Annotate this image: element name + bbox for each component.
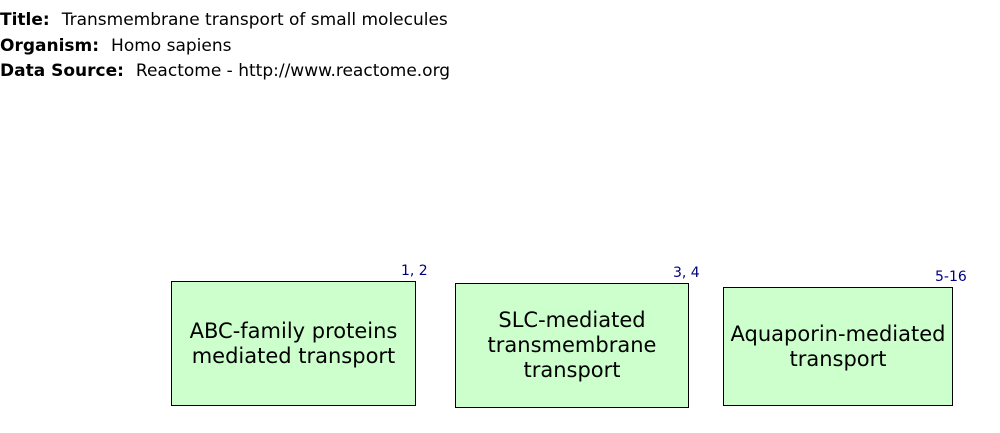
pathway-node-slc-transport[interactable]: SLC-mediated transmembrane transport (455, 283, 689, 408)
data-source-value: Reactome - http://www.reactome.org (135, 61, 451, 81)
title-row: Title: Transmembrane transport of small m… (0, 8, 450, 34)
pathway-node-label: SLC-mediated transmembrane transport (487, 308, 657, 382)
citation-link-abc[interactable]: 1, 2 (401, 263, 428, 279)
title-key: Title: (0, 10, 50, 30)
pathway-node-label: ABC-family proteins mediated transport (189, 318, 398, 368)
pathway-node-label: Aquaporin-mediated transport (730, 321, 946, 371)
organism-value: Homo sapiens (111, 35, 232, 56)
data-source-key: Data Source: (0, 61, 124, 81)
citation-link-slc[interactable]: 3, 4 (673, 265, 700, 281)
title-value: Transmembrane transport of small molecul… (61, 10, 448, 30)
organism-key: Organism: (0, 35, 100, 56)
pathway-info: Title: Transmembrane transport of small m… (0, 8, 450, 85)
citation-link-aquaporin[interactable]: 5-16 (935, 269, 967, 285)
organism-row: Organism: Homo sapiens (0, 34, 450, 60)
data-source-row: Data Source: Reactome - http://www.reacto… (0, 59, 450, 85)
pathway-node-abc-transport[interactable]: ABC-family proteins mediated transport (171, 281, 416, 406)
pathway-node-aquaporin-transport[interactable]: Aquaporin-mediated transport (723, 287, 953, 406)
